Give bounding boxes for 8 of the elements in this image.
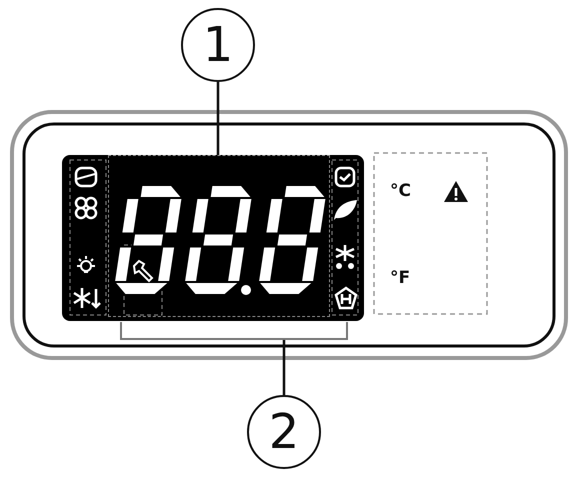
leader-line <box>216 82 220 155</box>
unit-label: °C <box>390 181 411 201</box>
digit-display-area <box>108 155 330 317</box>
leader-line <box>282 340 286 395</box>
unit-label: °F <box>390 268 410 288</box>
bracket <box>120 322 348 340</box>
callout-number: 1 <box>181 8 255 82</box>
callout-number: 2 <box>247 395 321 469</box>
